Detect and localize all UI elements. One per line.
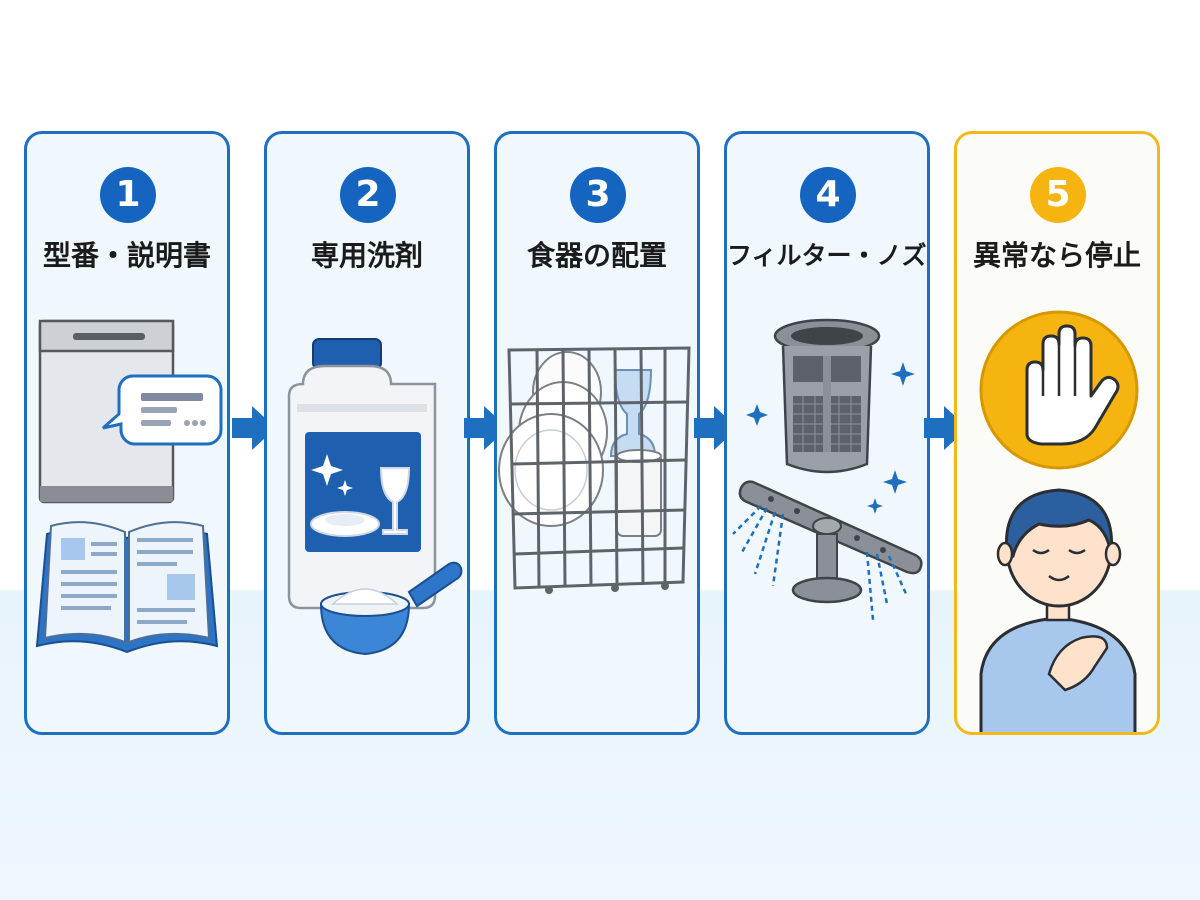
step-title: 異常なら停止 <box>972 239 1141 272</box>
step-card-5: 5 異常なら停止 <box>954 131 1160 735</box>
step-card-1: 1 型番・説明書 <box>24 131 230 735</box>
arrow-right-icon <box>694 406 738 450</box>
step-number-badge: 3 <box>570 167 626 223</box>
step-card-3: 3 食器の配置 <box>494 131 700 735</box>
step-illustration <box>732 318 923 621</box>
person-icon <box>979 488 1137 732</box>
stop-hand-icon <box>979 310 1139 470</box>
arrow-right-icon <box>464 406 508 450</box>
spray-arm-icon <box>732 470 923 621</box>
step-illustration <box>35 319 223 654</box>
measuring-scoop-icon <box>319 561 463 656</box>
dish-rack-icon <box>498 346 691 594</box>
step-number-badge: 4 <box>800 167 856 223</box>
filter-icon <box>746 318 915 474</box>
open-book-icon <box>35 521 219 654</box>
step-number-badge: 1 <box>100 167 156 223</box>
arrow-right-icon <box>924 406 968 450</box>
step-card-4: 4 フィルター・ノズル <box>724 131 930 735</box>
step-number-badge: 5 <box>1030 167 1086 223</box>
dishwasher-icon <box>38 319 175 504</box>
arrow-right-icon <box>232 406 276 450</box>
detergent-bottle-icon <box>287 338 437 610</box>
step-title: 型番・説明書 <box>42 239 211 272</box>
step-illustration <box>287 338 463 656</box>
speech-bubble-icon <box>102 374 223 446</box>
step-number-badge: 2 <box>340 167 396 223</box>
step-title: フィルター・ノズル <box>727 241 930 270</box>
step-card-2: 2 専用洗剤 <box>264 131 470 735</box>
step-title: 食器の配置 <box>526 239 667 272</box>
step-title: 専用洗剤 <box>310 239 423 272</box>
step-illustration <box>979 310 1139 732</box>
step-illustration <box>498 346 691 594</box>
